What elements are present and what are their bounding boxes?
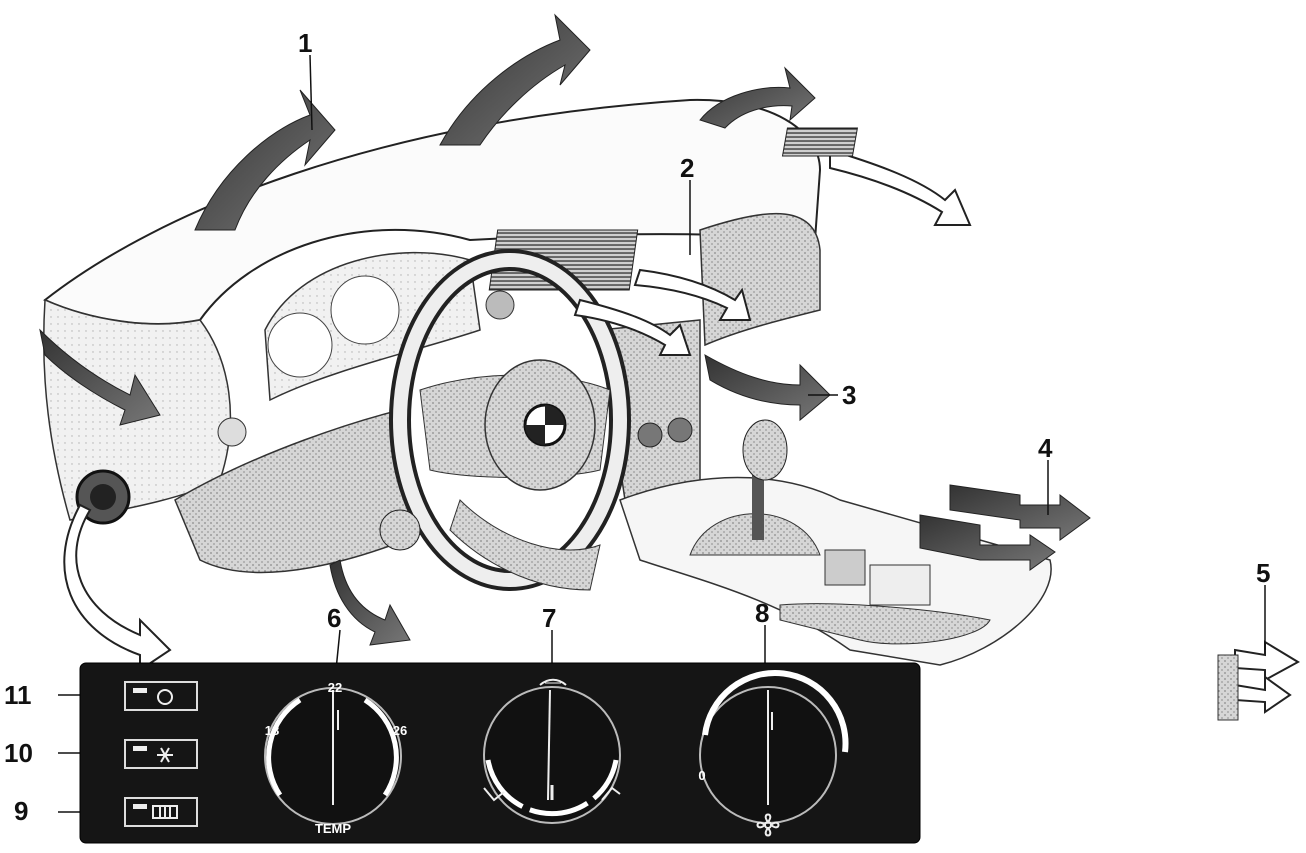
center-knob-left <box>637 422 663 448</box>
passenger-side-vent <box>781 127 859 157</box>
rear-outline-arrow-upper <box>1234 640 1301 682</box>
airflow-arrow-center-right <box>704 354 831 422</box>
fan-label-off: 0 <box>698 768 705 783</box>
recirculation-icon <box>157 689 173 705</box>
airflow-arrow-footwell <box>329 559 411 646</box>
airflow-arrow-rear-lower <box>919 514 1056 571</box>
airflow-arrow-outline-side-left <box>63 503 172 672</box>
airflow-arrow-side-left <box>39 328 161 426</box>
callout-7: 7 <box>542 603 557 633</box>
rear-defrost-button[interactable] <box>124 797 198 827</box>
console-cupholder <box>869 564 931 606</box>
ac-button[interactable] <box>124 739 198 769</box>
steering-wheel-rim-inner <box>393 253 627 587</box>
airflow-arrow-outline-center-a <box>573 298 692 356</box>
rear-vent-block <box>1217 654 1239 721</box>
passenger-dash <box>699 212 821 347</box>
face-foot-icon <box>601 786 621 801</box>
airflow-arrow-rear-upper <box>949 484 1091 541</box>
dash-vent-left <box>217 417 247 447</box>
callout-4: 4 <box>1038 433 1053 463</box>
callout-5: 5 <box>1256 558 1271 588</box>
callout-6: 6 <box>327 603 342 633</box>
callout-10: 10 <box>4 738 33 768</box>
temp-label-26: 26 <box>393 723 407 738</box>
steering-column <box>449 499 601 591</box>
dash-vent-mid <box>485 290 515 320</box>
temperature-knob[interactable]: 18 22 26 TEMP <box>264 680 407 836</box>
gear-knob <box>742 419 788 481</box>
temp-label-22: 22 <box>328 680 342 695</box>
handbrake <box>779 603 991 645</box>
windscreen-defrost-icon <box>539 678 567 686</box>
recirculation-button[interactable] <box>124 681 198 711</box>
callout-11: 11 <box>4 680 32 710</box>
console-switch-block <box>824 549 866 586</box>
fan-icon <box>756 813 780 837</box>
callout-3: 3 <box>842 380 857 410</box>
footwell-icon <box>483 787 505 802</box>
callout-9: 9 <box>14 796 29 826</box>
callout-8: 8 <box>755 598 770 628</box>
tachometer-dial <box>330 275 400 345</box>
air-distribution-knob[interactable] <box>483 678 621 824</box>
callout-2: 2 <box>680 153 695 183</box>
temp-caption: TEMP <box>315 821 351 836</box>
center-knob-right <box>667 417 693 443</box>
airflow-arrow-windscreen-mid <box>439 13 591 146</box>
callout-1: 1 <box>298 28 313 58</box>
temp-label-18: 18 <box>265 723 279 738</box>
airflow-arrow-outline-passenger <box>829 148 972 226</box>
speedometer-dial <box>267 312 333 378</box>
snowflake-icon <box>157 747 173 763</box>
airflow-arrow-windscreen-right <box>699 66 816 129</box>
light-switch <box>379 509 421 551</box>
gear-lever <box>752 470 764 540</box>
fan-speed-knob[interactable]: 0 <box>698 670 849 837</box>
airflow-arrow-windscreen-left <box>194 89 336 231</box>
airflow-arrow-outline-center-b <box>633 268 752 321</box>
rear-outline-arrow-lower <box>1234 675 1292 714</box>
